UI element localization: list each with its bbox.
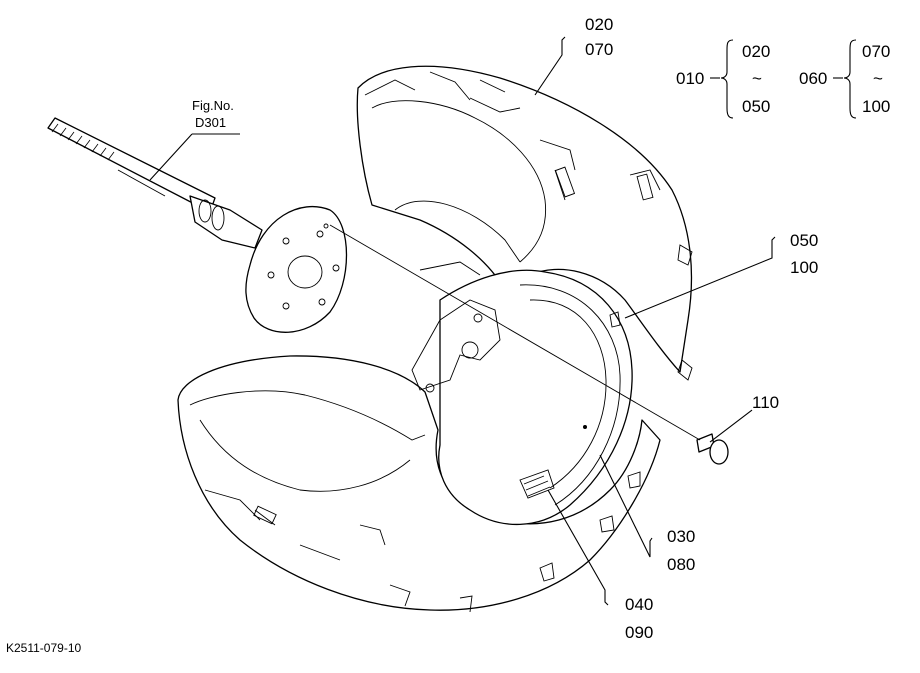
- hub-disc: [245, 205, 348, 333]
- range-legend-060: 060 070 ~ 100: [799, 39, 890, 119]
- fig-no-label: Fig.No.: [192, 98, 234, 113]
- tire-upper-half: [356, 65, 693, 381]
- callout-050: 050: [790, 231, 818, 250]
- callout-110-label: 110: [752, 393, 779, 412]
- callout-070: 070: [585, 40, 613, 59]
- callout-030: 030: [667, 527, 695, 546]
- range-legend-010: 010 020 ~ 050: [676, 39, 770, 119]
- tire-lower-half: [177, 355, 661, 613]
- legend-from-020: 020: [742, 42, 770, 61]
- callout-040: 040: [625, 595, 653, 614]
- figure-reference: Fig.No. D301: [149, 98, 240, 181]
- legend-from-070: 070: [862, 42, 890, 61]
- wheel-rim: [411, 269, 633, 526]
- callout-110: 110: [752, 393, 779, 412]
- callout-020-070: 020 070: [585, 15, 613, 59]
- legend-tilde-1: ~: [752, 69, 762, 88]
- callout-020: 020: [585, 15, 613, 34]
- diagram-code: K2511-079-10: [6, 641, 81, 655]
- callout-090: 090: [625, 623, 653, 642]
- alignment-line: [329, 224, 701, 441]
- callout-030-080: 030 080: [667, 527, 695, 574]
- legend-to-100: 100: [862, 97, 890, 116]
- legend-parent-060: 060: [799, 69, 827, 88]
- callout-040-090: 040 090: [625, 595, 653, 642]
- callout-080: 080: [667, 555, 695, 574]
- fig-no-code: D301: [195, 115, 226, 130]
- bolt: [696, 433, 729, 465]
- callout-leaders: [534, 36, 776, 606]
- legend-tilde-2: ~: [873, 69, 883, 88]
- legend-parent-010: 010: [676, 69, 704, 88]
- legend-to-050: 050: [742, 97, 770, 116]
- callout-050-100: 050 100: [790, 231, 818, 277]
- axle-shaft: [47, 117, 263, 249]
- callout-100: 100: [790, 258, 818, 277]
